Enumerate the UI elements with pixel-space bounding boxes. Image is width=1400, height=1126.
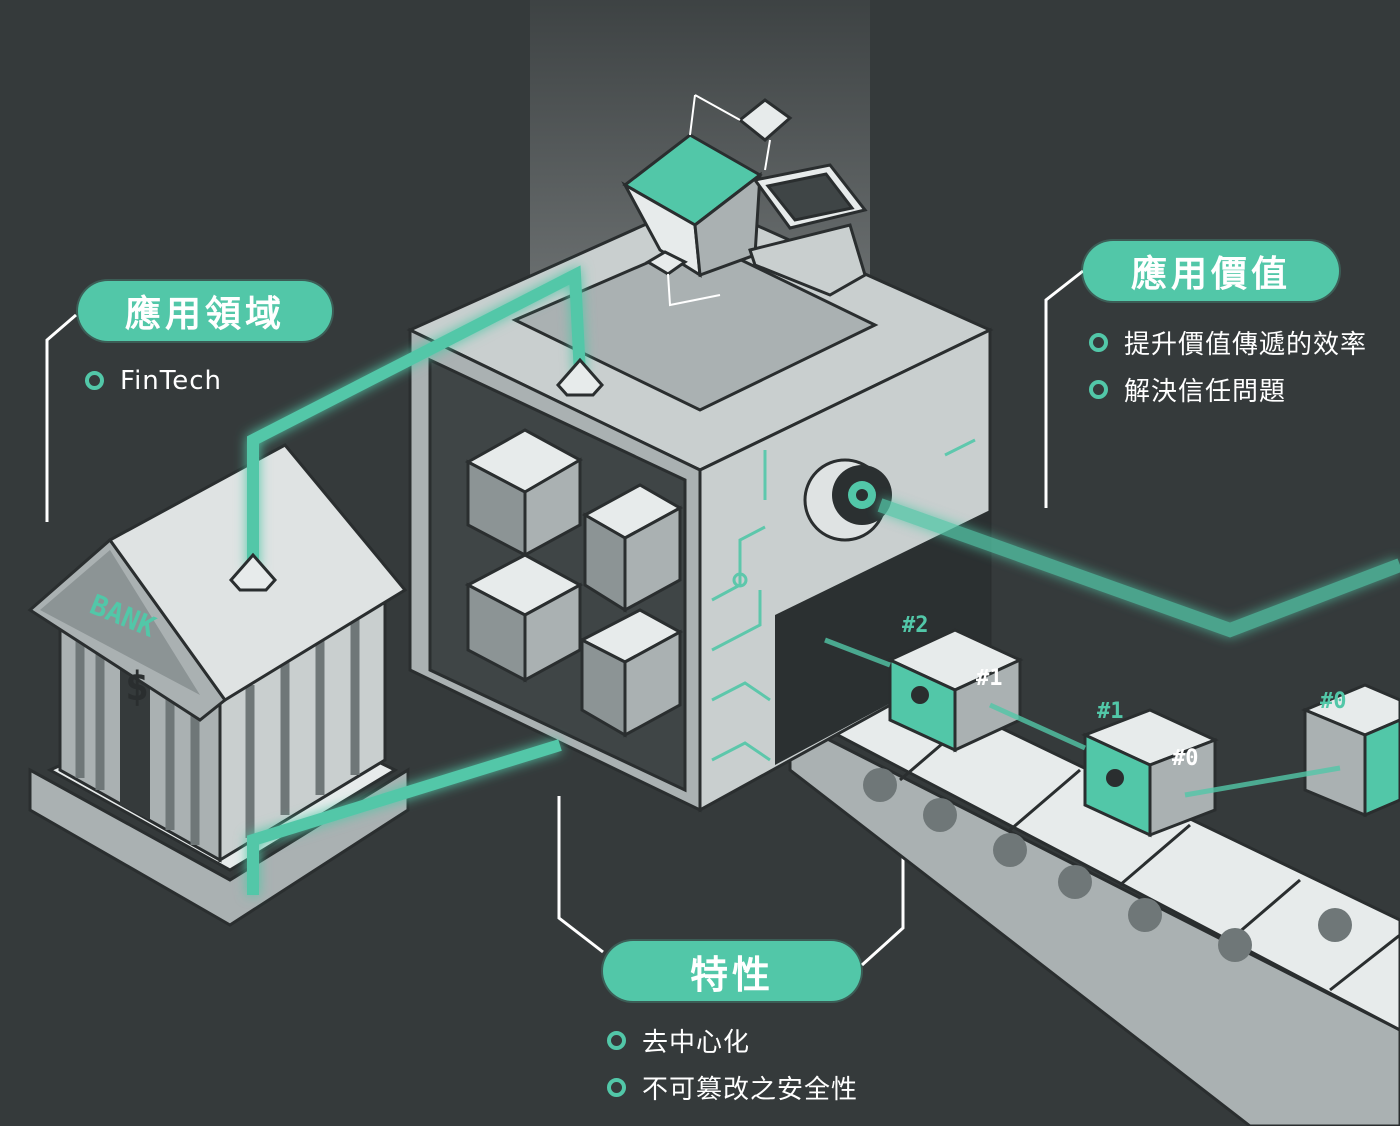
- application-field-title: 應用領域: [78, 281, 332, 341]
- callout-line-features-right: [860, 838, 905, 967]
- conveyor-belt: [787, 658, 1400, 1126]
- list-item-label: 提升價值傳遞的效率: [1124, 330, 1368, 360]
- list-item: 解決信任問題: [1089, 366, 1367, 413]
- lock-icon: [911, 686, 929, 704]
- list-item-label: 去中心化: [642, 1028, 751, 1058]
- bank-building: [27, 443, 410, 927]
- inner-block-2: [581, 483, 684, 613]
- circuit-traces: [711, 438, 976, 762]
- bullet-icon: [607, 1078, 626, 1097]
- bullet-icon: [1089, 380, 1108, 399]
- block-label-side: #0: [1172, 746, 1199, 771]
- callout-line-value: [1044, 269, 1084, 508]
- chain-block-1: [886, 628, 1024, 753]
- chain-block-3: [1301, 683, 1400, 818]
- list-item: 提升價值傳遞的效率: [1089, 319, 1367, 366]
- block-links: [824, 637, 1341, 798]
- lock-icon: [1106, 769, 1124, 787]
- block-label-side: #1: [976, 666, 1003, 691]
- features-list: 去中心化 不可篡改之安全性: [607, 1017, 858, 1111]
- callout-lines: [45, 269, 1084, 967]
- top-network-lines: [667, 94, 771, 307]
- block-label-top: #2: [902, 613, 929, 638]
- list-item: 不可篡改之安全性: [607, 1064, 858, 1111]
- list-item-label: FinTech: [120, 365, 222, 396]
- bullet-icon: [1089, 333, 1108, 352]
- monitor: [748, 163, 868, 297]
- list-item-label: 解決信任問題: [1124, 377, 1287, 407]
- list-item-label: 不可篡改之安全性: [642, 1075, 859, 1105]
- block-label-top: #0: [1320, 689, 1347, 714]
- list-item: 去中心化: [607, 1017, 858, 1064]
- application-value-list: 提升價值傳遞的效率 解決信任問題: [1089, 319, 1367, 413]
- data-pipes: [247, 265, 586, 895]
- inner-block-3: [464, 553, 584, 683]
- bank-dollar-sign: $: [125, 664, 149, 710]
- bullet-icon: [607, 1031, 626, 1050]
- floating-blocks: [621, 98, 793, 278]
- application-field-list: FinTech: [85, 357, 222, 404]
- pipe-nozzles: [228, 357, 605, 592]
- lock-icons: [911, 686, 1124, 787]
- data-stream: [877, 498, 1400, 638]
- features-title: 特性: [603, 941, 861, 1001]
- block-label-top: #1: [1097, 699, 1124, 724]
- list-item: FinTech: [85, 357, 222, 404]
- scanner-lens: [803, 458, 892, 542]
- inner-blocks: [464, 428, 684, 738]
- callout-line-field: [45, 313, 77, 522]
- application-value-title: 應用價值: [1083, 241, 1339, 301]
- inner-block-4: [578, 608, 684, 738]
- callout-line-features-left: [557, 796, 604, 954]
- bullet-icon: [85, 371, 104, 390]
- inner-block-1: [464, 428, 584, 558]
